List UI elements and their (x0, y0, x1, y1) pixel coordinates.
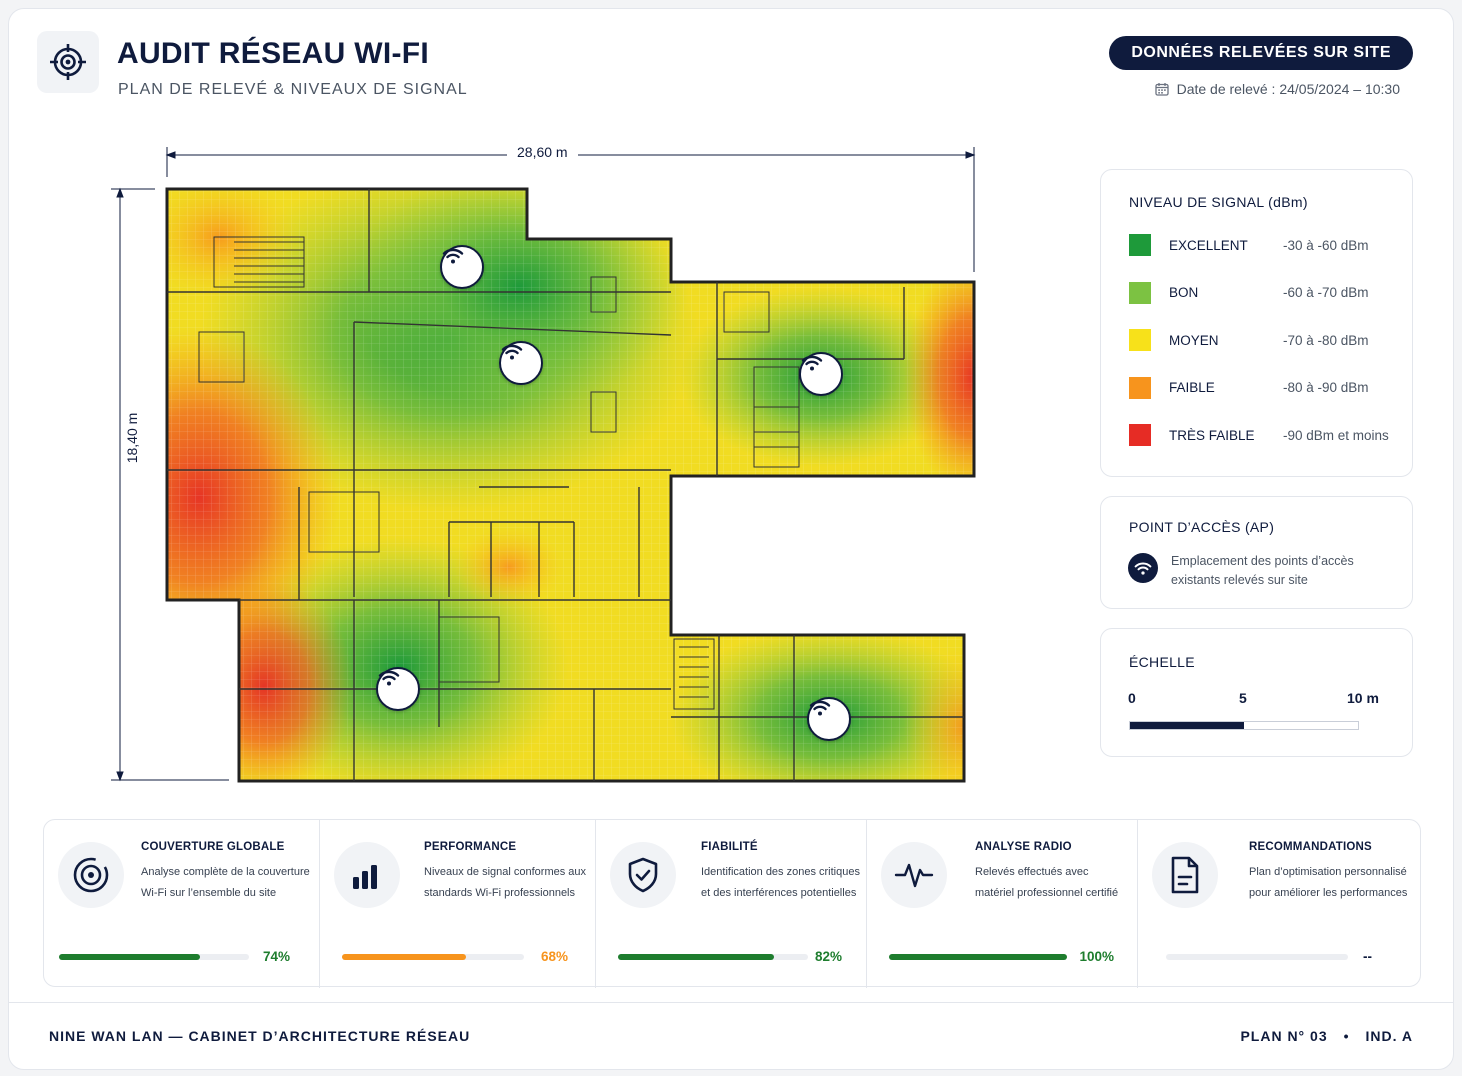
card-title: RECOMMANDATIONS (1249, 841, 1372, 853)
document-icon (1152, 842, 1218, 908)
legend-swatch (1129, 424, 1151, 446)
legend-name: MOYEN (1169, 332, 1219, 348)
page-title: AUDIT RÉSEAU WI-FI (117, 37, 430, 70)
card-title: ANALYSE RADIO (975, 841, 1072, 853)
card-title: FIABILITÉ (701, 841, 758, 853)
legend-range: -60 à -70 dBm (1283, 285, 1369, 300)
card-coverage: COUVERTURE GLOBALE Analyse complète de l… (44, 820, 319, 988)
card-reliability: FIABILITÉ Identification des zones criti… (595, 820, 866, 988)
height-dimension: 18,40 m (124, 403, 140, 473)
card-performance: PERFORMANCE Niveaux de signal conformes … (319, 820, 595, 988)
progress-bar (1166, 954, 1348, 960)
scale-tick: 0 (1128, 690, 1136, 706)
footer-divider (9, 1002, 1453, 1003)
wifi-icon (1128, 553, 1158, 583)
progress-fill (59, 954, 200, 960)
legend-item: EXCELLENT -30 à -60 dBm (1129, 234, 1402, 256)
card-description: Relevés effectués avec matériel professi… (975, 866, 1119, 899)
card-radio-analysis: ANALYSE RADIO Relevés effectués avec mat… (866, 820, 1137, 988)
progress-fill (342, 954, 466, 960)
access-point-marker[interactable] (376, 667, 420, 711)
survey-date-text: Date de relevé : 24/05/2024 – 10:30 (1176, 81, 1400, 97)
progress-bar (618, 954, 808, 960)
progress-fill (889, 954, 1067, 960)
wifi-icon (378, 670, 400, 686)
pulse-icon (881, 842, 947, 908)
signal-legend-title: NIVEAU DE SIGNAL (dBm) (1129, 194, 1308, 210)
progress-bar (342, 954, 524, 960)
legend-swatch (1129, 329, 1151, 351)
page-subtitle: PLAN DE RELEVÉ & NIVEAUX DE SIGNAL (118, 81, 468, 98)
legend-name: EXCELLENT (1169, 237, 1248, 253)
floor-plan-heatmap: 28,60 m 18,40 m (99, 127, 989, 787)
survey-date: Date de relevé : 24/05/2024 – 10:30 (1154, 81, 1400, 97)
progress-value: 100% (1079, 949, 1114, 964)
footer-company: NINE WAN LAN — CABINET D’ARCHITECTURE RÉ… (49, 1028, 471, 1044)
width-dimension: 28,60 m (507, 144, 578, 160)
shield-check-icon (610, 842, 676, 908)
legend-item: FAIBLE -80 à -90 dBm (1129, 376, 1402, 399)
legend-range: -30 à -60 dBm (1283, 237, 1369, 253)
progress-value: 74% (262, 949, 290, 964)
card-description: Analyse complète de la couverture Wi-Fi … (141, 866, 310, 899)
card-description: Niveaux de signal conformes aux standard… (424, 866, 587, 899)
legend-swatch (1129, 376, 1151, 399)
legend-name: TRÈS FAIBLE (1169, 427, 1255, 443)
progress-value: 68% (540, 949, 568, 964)
access-point-legend-title: POINT D’ACCÈS (AP) (1129, 519, 1275, 535)
scale-panel: ÉCHELLE 0 5 10 m (1100, 628, 1413, 757)
signal-legend-panel: NIVEAU DE SIGNAL (dBm) EXCELLENT -30 à -6… (1100, 169, 1413, 477)
scale-bar-fill (1130, 722, 1244, 729)
legend-swatch (1129, 234, 1151, 256)
card-recommendations: RECOMMANDATIONS Plan d’optimisation pers… (1137, 820, 1422, 988)
progress-bar (889, 954, 1067, 960)
access-point-marker[interactable] (499, 341, 543, 385)
status-badge: DONNÉES RELEVÉES SUR SITE (1109, 36, 1413, 70)
target-icon (37, 31, 99, 93)
summary-cards: COUVERTURE GLOBALE Analyse complète de l… (43, 819, 1422, 988)
progress-value: 82% (814, 949, 842, 964)
bar-chart-icon (334, 842, 400, 908)
access-point-marker[interactable] (799, 352, 843, 396)
card-title: PERFORMANCE (424, 841, 517, 853)
progress-value: -- (1363, 949, 1372, 964)
coverage-target-icon (58, 842, 124, 908)
floor-plan-partitions (167, 189, 964, 781)
legend-item: BON -60 à -70 dBm (1129, 281, 1402, 304)
scale-bar (1129, 721, 1359, 730)
floor-plan-fixtures (198, 236, 800, 710)
footer-separator: • (1343, 1028, 1350, 1044)
wifi-icon (501, 344, 523, 360)
wifi-icon (442, 248, 464, 264)
legend-range: -70 à -80 dBm (1283, 332, 1369, 348)
scale-title: ÉCHELLE (1129, 654, 1195, 670)
progress-fill (618, 954, 774, 960)
card-description: Plan d’optimisation personnalisé pour am… (1249, 866, 1408, 899)
legend-range: -90 dBm et moins (1283, 427, 1389, 443)
access-point-legend-panel: POINT D’ACCÈS (AP) Emplacement des point… (1100, 496, 1413, 609)
legend-swatch (1129, 281, 1151, 304)
access-point-marker[interactable] (440, 245, 484, 289)
legend-item: MOYEN -70 à -80 dBm (1129, 329, 1402, 351)
card-description: Identification des zones critiques et de… (701, 866, 860, 899)
legend-name: FAIBLE (1169, 380, 1215, 395)
legend-item: TRÈS FAIBLE -90 dBm et moins (1129, 424, 1402, 446)
floor-plan-svg (111, 147, 976, 783)
legend-range: -80 à -90 dBm (1283, 380, 1369, 395)
footer-plan-info: PLAN N° 03 • IND. A (1240, 1028, 1413, 1044)
wifi-icon (801, 355, 823, 371)
wifi-icon (809, 700, 831, 716)
progress-bar (59, 954, 249, 960)
calendar-icon (1154, 83, 1169, 96)
plan-index: IND. A (1365, 1028, 1413, 1044)
access-point-marker[interactable] (807, 697, 851, 741)
legend-name: BON (1169, 285, 1199, 300)
access-point-legend-text: Emplacement des points d’accès existants… (1171, 554, 1354, 587)
card-title: COUVERTURE GLOBALE (141, 841, 285, 853)
scale-tick: 5 (1239, 690, 1247, 706)
report-page: AUDIT RÉSEAU WI-FI PLAN DE RELEVÉ & NIVE… (8, 8, 1454, 1070)
plan-number: PLAN N° 03 (1240, 1028, 1328, 1044)
floor-plan-walls (165, 187, 976, 783)
scale-tick: 10 m (1347, 690, 1379, 706)
